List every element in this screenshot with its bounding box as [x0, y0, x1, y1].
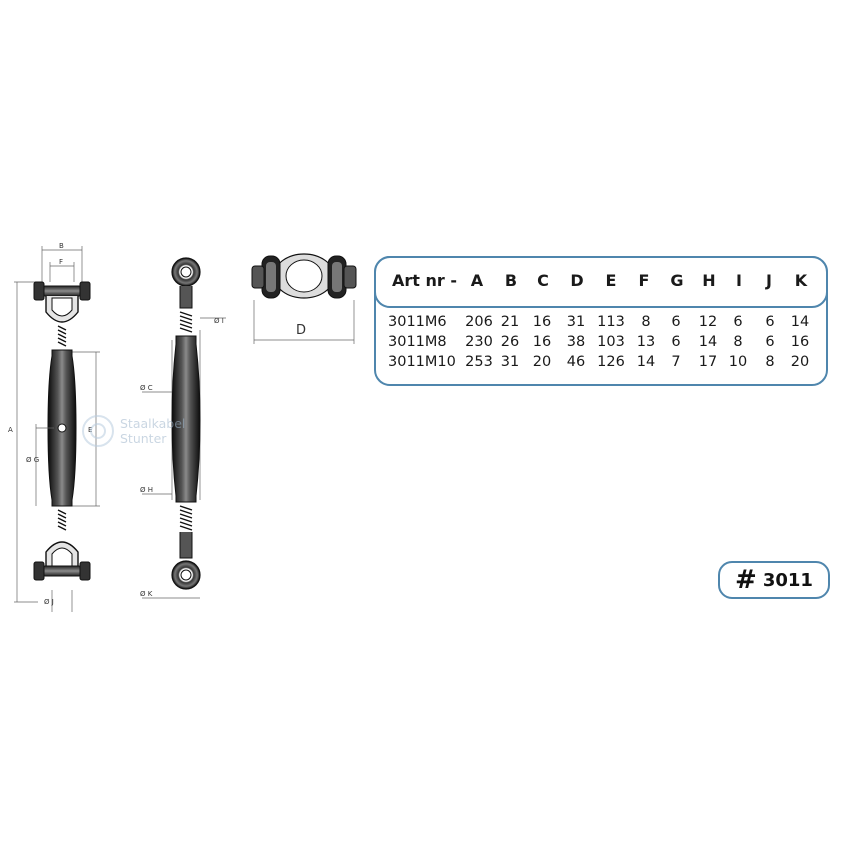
- fork-turnbuckle-view: A B F E Ø G Ø J: [8, 242, 100, 612]
- header-k: K: [794, 271, 808, 290]
- cell-e: 113: [597, 314, 625, 330]
- cell-art-nr: 3011M6: [388, 314, 447, 330]
- cell-d: 38: [566, 334, 586, 350]
- cell-h: 17: [698, 354, 718, 370]
- dim-label-c: Ø C: [140, 384, 153, 392]
- header-art-nr: Art nr -: [392, 271, 457, 290]
- cell-j: 6: [765, 334, 775, 350]
- header-c: C: [537, 271, 549, 290]
- cell-a: 206: [465, 314, 493, 330]
- header-i: I: [736, 271, 742, 290]
- cell-b: 26: [500, 334, 520, 350]
- header-b: B: [504, 271, 518, 290]
- dim-label-h: Ø H: [140, 486, 153, 494]
- cell-b: 21: [500, 314, 520, 330]
- cell-a: 230: [465, 334, 493, 350]
- cell-i: 6: [733, 314, 743, 330]
- dim-label-j: Ø J: [44, 598, 54, 606]
- cell-g: 6: [671, 334, 681, 350]
- cell-e: 126: [597, 354, 625, 370]
- cell-f: 8: [641, 314, 651, 330]
- watermark-circle-icon: [82, 415, 114, 447]
- cell-g: 7: [671, 354, 681, 370]
- cell-d: 46: [566, 354, 586, 370]
- cell-c: 16: [532, 334, 552, 350]
- header-f: F: [638, 271, 650, 290]
- cell-b: 31: [500, 354, 520, 370]
- cell-k: 14: [790, 314, 810, 330]
- cell-d: 31: [566, 314, 586, 330]
- dim-label-f: F: [59, 258, 63, 266]
- cell-h: 12: [698, 314, 718, 330]
- cell-c: 20: [532, 354, 552, 370]
- header-g: G: [670, 271, 684, 290]
- dim-label-a: A: [8, 426, 13, 434]
- cell-c: 16: [532, 314, 552, 330]
- header-h: H: [702, 271, 716, 290]
- header-e: E: [605, 271, 617, 290]
- cell-art-nr: 3011M8: [388, 334, 447, 350]
- cell-e: 103: [597, 334, 625, 350]
- product-number: 3011: [762, 569, 813, 591]
- watermark-line-2: Stunter: [120, 431, 167, 446]
- watermark-logo: Staalkabel Stunter: [82, 408, 210, 454]
- cell-j: 8: [765, 354, 775, 370]
- header-j: J: [766, 271, 772, 290]
- cell-k: 16: [790, 334, 810, 350]
- dim-label-k: Ø K: [140, 590, 153, 598]
- cell-g: 6: [671, 314, 681, 330]
- cell-h: 14: [698, 334, 718, 350]
- cell-i: 10: [728, 354, 748, 370]
- cell-i: 8: [733, 334, 743, 350]
- cell-art-nr: 3011M10: [388, 354, 456, 370]
- dim-label-d: D: [296, 323, 306, 338]
- spec-table-header: Art nr - A B C D E F G H I J K: [374, 256, 828, 308]
- dim-label-g: Ø G: [26, 456, 39, 464]
- cell-f: 14: [636, 354, 656, 370]
- cell-k: 20: [790, 354, 810, 370]
- cell-f: 13: [636, 334, 656, 350]
- cell-j: 6: [765, 314, 775, 330]
- header-d: D: [570, 271, 584, 290]
- dim-label-b: B: [59, 242, 64, 250]
- dim-label-i: Ø I: [214, 317, 224, 325]
- cell-a: 253: [465, 354, 493, 370]
- header-a: A: [470, 271, 484, 290]
- watermark-line-1: Staalkabel: [120, 416, 186, 431]
- hash-symbol: #: [735, 565, 757, 595]
- end-view: D: [251, 253, 357, 344]
- side-view: Ø C Ø H Ø K Ø I: [140, 257, 226, 599]
- product-number-badge: # 3011: [718, 561, 830, 599]
- spec-table: Art nr - A B C D E F G H I J K 3011M6 20…: [374, 256, 828, 386]
